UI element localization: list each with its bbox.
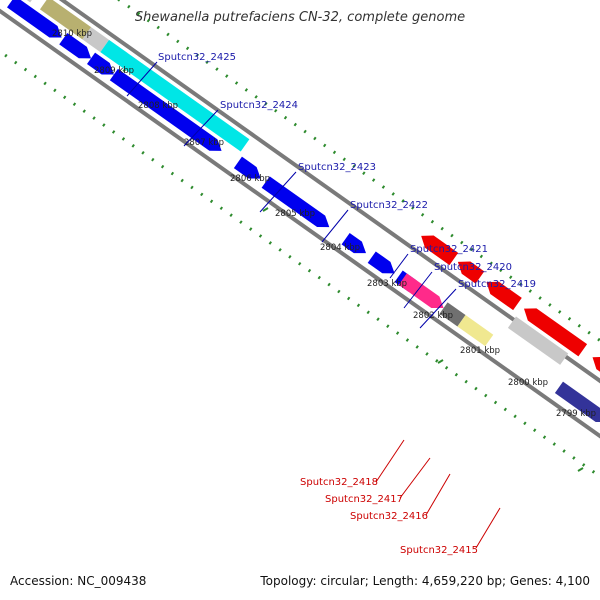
gene-feature [507,316,569,365]
label-leader-line [475,507,501,549]
label-leader-line [389,253,409,279]
topology-label: Topology: circular; Length: 4,659,220 bp… [260,574,590,588]
gene-label: Sputcn32_2419 [458,279,536,290]
gene-label: Sputcn32_2416 [350,511,428,522]
gene-feature [554,381,600,422]
gene-feature [109,68,222,151]
scale-label: 2799 kbp [556,409,596,419]
label-leader-line [399,457,431,499]
gene-feature [421,235,459,266]
scale-label: 2806 kbp [230,174,270,184]
map-title: Shewanella putrefaciens CN-32, complete … [134,10,466,25]
accession-label: Accession: NC_009438 [10,574,147,588]
backbone-line-lower [0,8,600,439]
scale-label: 2810 kbp [52,29,92,39]
gene-feature [486,281,522,311]
gene-feature [367,251,395,274]
gene-feature [39,0,92,40]
label-leader-line [403,271,433,309]
gene-label: Sputcn32_2422 [350,200,428,211]
label-leader-line [321,209,349,243]
scale-label: 2809 kbp [94,66,134,76]
gene-feature [341,232,367,254]
label-leader-line [425,473,451,516]
scale-label: 2800 kbp [508,378,548,388]
label-leader-line [375,439,405,483]
gene-feature [457,315,494,347]
scale-label: 2807 kbp [184,138,224,148]
major-tick [262,207,269,212]
gene-label: Sputcn32_2415 [400,545,478,556]
backbone-line-upper [58,0,600,384]
gene-feature [82,27,110,53]
scale-label: 2802 kbp [413,311,453,321]
gene-label: Sputcn32_2418 [300,477,378,488]
gene-feature [261,176,330,228]
label-leader-line [126,61,158,97]
scale-label: 2808 kbp [138,101,178,111]
gene-label: Sputcn32_2420 [434,262,512,273]
gene-feature [26,0,32,3]
gene-feature [457,261,485,284]
scale-label: 2805 kbp [275,209,315,219]
gene-feature [86,52,114,75]
gene-feature [523,308,588,357]
major-tick [577,467,584,472]
major-tick [437,359,444,364]
gene-feature [233,156,261,179]
gene-label: Sputcn32_2423 [298,162,376,173]
label-leader-line [259,171,297,213]
scale-label: 2803 kbp [367,279,407,289]
gene-feature [7,0,62,38]
gene-label: Sputcn32_2424 [220,100,298,111]
label-leader-line [419,288,457,329]
gene-feature [439,302,466,327]
scale-label: 2801 kbp [460,346,500,356]
gene-feature [100,39,250,152]
gene-feature [59,32,92,59]
label-leader-line [183,109,219,147]
gene-label: Sputcn32_2421 [410,244,488,255]
gene-feature [398,273,444,309]
tick-strand-lower [0,49,600,479]
scale-label: 2804 kbp [320,243,360,253]
gene-feature [592,357,600,372]
gene-label: Sputcn32_2417 [325,494,403,505]
gene-label: Sputcn32_2425 [158,52,236,63]
